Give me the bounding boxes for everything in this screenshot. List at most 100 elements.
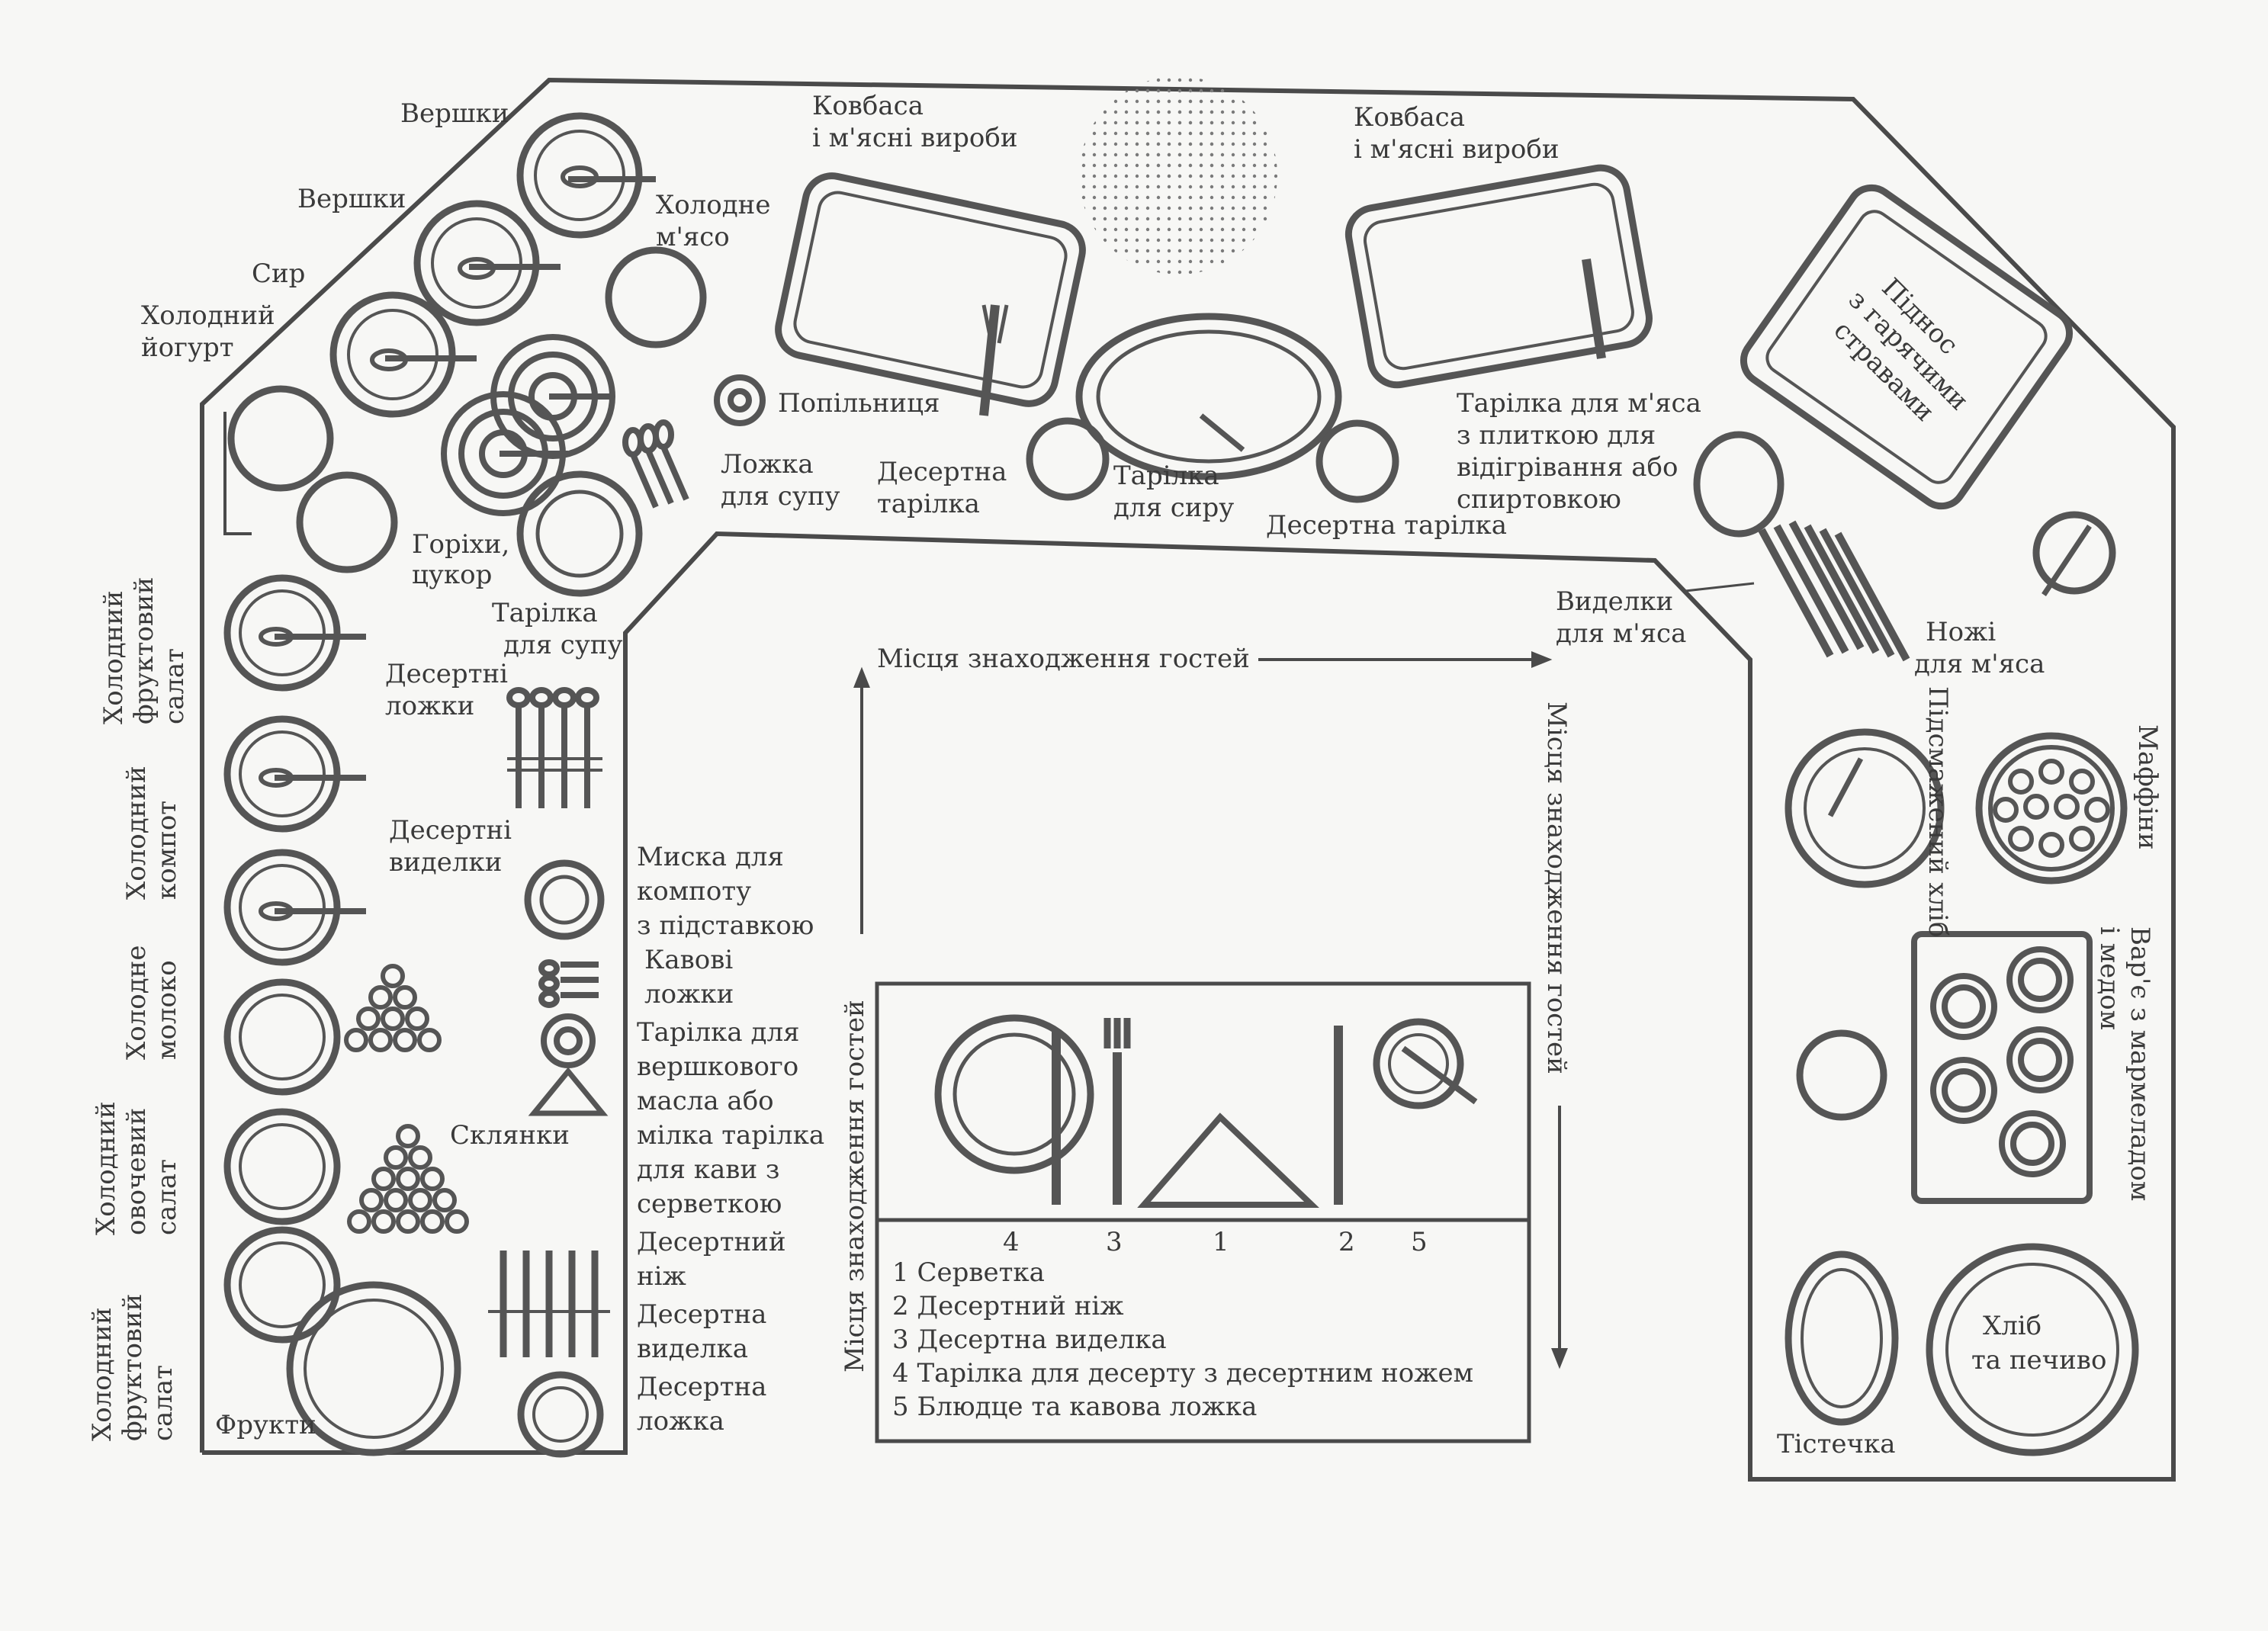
muffin-icon xyxy=(2054,794,2080,820)
napkin-center xyxy=(1137,1112,1319,1208)
sausage-tray-left xyxy=(775,172,1086,416)
label-soup-spoon-1: Ложка xyxy=(721,449,814,480)
legend-item: 3 Десертна виделка xyxy=(892,1324,1167,1355)
glass-icon xyxy=(359,1188,384,1212)
label-meat-forks-1: Виделки xyxy=(1556,586,1673,617)
place-setting-box xyxy=(875,981,1531,1443)
label-guests-top: Місця знаходження гостей xyxy=(877,644,1250,674)
dessert-fork xyxy=(1103,1018,1131,1205)
milk-bowl xyxy=(223,849,366,966)
label-jam-2: і медом xyxy=(2094,926,2125,1030)
label-fruit-salad-top-3: салат xyxy=(159,648,190,724)
label-guests-right: Місця знаходження гостей xyxy=(1541,702,1572,1074)
label-dessert-forks-1: Десертні xyxy=(389,815,512,846)
veg-salad-bowl xyxy=(223,1108,341,1225)
compote-stand-plate xyxy=(524,859,605,940)
label-cheese-plate-1: Тарілка xyxy=(1113,461,1219,491)
glass-icon xyxy=(408,1188,432,1212)
glass-icon xyxy=(371,1209,396,1234)
table-outline xyxy=(200,77,2176,1482)
hot-dishes-tray xyxy=(1740,184,2074,510)
dessert-plate-left xyxy=(1026,417,1110,501)
meat-knives-plate xyxy=(2032,511,2116,596)
label-milk-2: молоко xyxy=(152,960,182,1060)
glass-icon xyxy=(396,1209,420,1234)
cold-meat-bowl xyxy=(605,246,707,348)
label-dessert-fork-1: Десертна xyxy=(637,1299,766,1330)
parsley-decor xyxy=(1079,76,1277,275)
glass-icon xyxy=(384,1145,408,1170)
legend-item: 4 Тарілка для десерту з десертним ножем xyxy=(892,1358,1473,1389)
label-coffee-spoons-2: ложки xyxy=(644,979,734,1010)
fruit-salad-top-bowl xyxy=(223,574,366,692)
label-meat-forks-2: для м'яса xyxy=(1556,618,1686,649)
glass-icon xyxy=(368,1028,393,1052)
label-yogurt-1: Холодний xyxy=(141,300,275,331)
glass-icon xyxy=(396,1167,420,1191)
pie-plate xyxy=(1785,1251,1899,1426)
milk-jug xyxy=(223,978,341,1096)
soup-tureen-group xyxy=(441,334,615,516)
label-fruit-salad-bottom-3: салат xyxy=(148,1365,178,1441)
label-veg-salad-2: овочевий xyxy=(121,1108,152,1235)
dessert-plate-with-knife xyxy=(934,1014,1094,1205)
label-dessert-knife-1: Десертний xyxy=(637,1227,785,1257)
cheese-plate xyxy=(1075,313,1342,480)
muffin-icon xyxy=(2008,769,2034,795)
labels-left-inner: Фрукти Десертні ложки Десертні виделки С… xyxy=(215,659,824,1440)
glass-icon xyxy=(445,1209,469,1234)
glass-icon xyxy=(356,1007,381,1031)
muffin-icon xyxy=(2069,769,2095,795)
napkin-triangle xyxy=(528,1067,609,1116)
label-cheese: Сир xyxy=(252,258,305,289)
labels-left-rotated: Холодний фруктовий салат Холодний компот… xyxy=(87,577,190,1441)
labels-center: Місця знаходження гостей Місця знаходжен… xyxy=(840,644,1572,1422)
glass-icon xyxy=(347,1209,371,1234)
glass-icon xyxy=(405,1007,429,1031)
label-bread-1: Хліб xyxy=(1983,1311,2042,1341)
label-dessert-forks-2: виделки xyxy=(389,847,502,878)
meat-plate-small xyxy=(1693,431,1785,538)
label-jam-1: Вар'є з мармеладом xyxy=(2125,926,2155,1201)
pepper-shaker xyxy=(714,374,766,426)
glass-icon xyxy=(408,1145,432,1170)
label-dessert-plate-1: Десертна xyxy=(877,457,1007,487)
bread-plate xyxy=(1926,1243,2139,1456)
meat-forks xyxy=(1758,520,1910,662)
label-meat-knives-2: для м'яса xyxy=(1914,649,2045,679)
label-guests-left: Місця знаходження гостей xyxy=(840,1000,870,1373)
label-butter-plate-3: масла або xyxy=(637,1086,774,1116)
dessert-knives-group xyxy=(488,1251,610,1357)
jam-side-plate xyxy=(1796,1029,1887,1121)
verzhky-bowl-1 xyxy=(516,112,656,239)
label-dessert-plate-right: Десертна тарілка xyxy=(1266,510,1507,541)
label-dessert-fork-2: виделка xyxy=(637,1334,748,1364)
label-num-3: 3 xyxy=(1106,1227,1123,1257)
label-dessert-knife-2: ніж xyxy=(637,1261,686,1292)
jam-tray xyxy=(1911,931,2093,1204)
label-nuts-1: Горіхи, xyxy=(412,529,509,560)
glass-icon xyxy=(417,1028,442,1052)
label-compote-bowl-1: Миска для xyxy=(637,842,784,872)
label-butter-plate-5: для кави з xyxy=(637,1154,779,1185)
butter-plate xyxy=(541,1013,596,1068)
label-fruit-salad-top-1: Холодний xyxy=(98,590,129,724)
label-yogurt-2: йогурт xyxy=(141,332,234,363)
label-soup-plate-1: Тарілка xyxy=(492,598,598,628)
muffin-icon xyxy=(2023,794,2049,820)
label-verzhky-2: Вершки xyxy=(297,184,406,214)
glass-icon xyxy=(371,1167,396,1191)
dessert-spoon-plate xyxy=(517,1371,604,1458)
muffin-icon xyxy=(2038,759,2064,785)
sausage-tray-right xyxy=(1344,164,1653,389)
label-num-1: 1 xyxy=(1213,1227,1229,1257)
label-meat-knives-1: Ножі xyxy=(1926,617,1996,647)
muffin-icon xyxy=(2008,826,2034,852)
label-bread-2: та печиво xyxy=(1971,1345,2106,1376)
label-cheese-plate-2: для сиру xyxy=(1113,493,1234,523)
glass-icon xyxy=(393,985,417,1010)
yogurt-bowl xyxy=(227,385,334,492)
label-meat-plate-1: Тарілка для м'яса xyxy=(1457,388,1701,419)
label-nuts-2: цукор xyxy=(412,560,492,590)
label-dessert-spoons-1: Десертні xyxy=(385,659,508,689)
